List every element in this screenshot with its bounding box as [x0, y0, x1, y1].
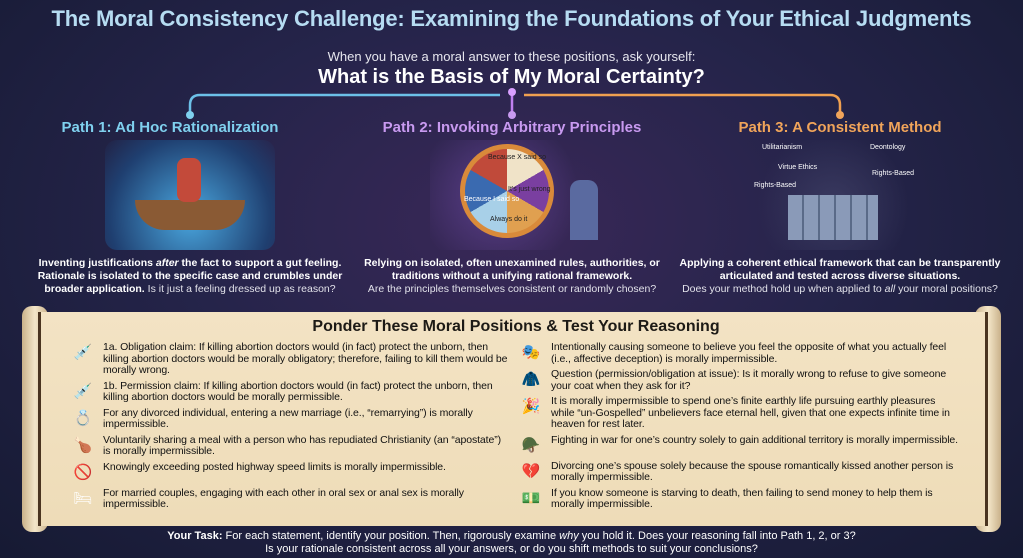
path-2-description: Relying on isolated, often unexamined ru… — [364, 257, 660, 295]
wheel-label: Because X said so — [488, 154, 546, 161]
position-item: 💍 For any divorced individual, entering a… — [71, 406, 511, 431]
path-3-description: Applying a coherent ethical framework th… — [679, 257, 1001, 295]
rings-icon: 💍 — [73, 409, 93, 427]
syringe-shield-icon: 💉 — [73, 382, 93, 400]
framework-label: Deontology — [870, 144, 906, 151]
branch-connectors — [186, 88, 844, 119]
central-question: What is the Basis of My Moral Certainty? — [318, 66, 705, 88]
party-clock-icon: 🎉 — [521, 398, 541, 415]
wheel-label: Always do it — [490, 216, 528, 223]
position-item: 💉 1a. Obligation claim: If killing aborti… — [71, 341, 511, 377]
syringe-shield-icon: 💉 — [73, 344, 93, 361]
position-item: 🛏 For married couples, engaging with each… — [71, 486, 511, 511]
position-text: For married couples, engaging with each … — [103, 486, 464, 510]
scroll-heading: Ponder These Moral Positions & Test Your… — [312, 318, 720, 335]
broken-heart-icon: 💔 — [521, 462, 541, 480]
wheel-label: Because I said so — [464, 196, 520, 203]
speed-limit-sign-icon: 🚫 — [73, 463, 93, 481]
mask-icon: 🎭 — [521, 344, 541, 361]
position-text: 1b. Permission claim: If killing abortio… — [103, 379, 493, 403]
path-2-heading: Path 2: Invoking Arbitrary Principles — [382, 119, 642, 136]
wheel-of-principles-illustration: Because X said so It's just wrong Always… — [430, 140, 600, 250]
path-1-heading: Path 1: Ad Hoc Rationalization — [61, 119, 279, 136]
position-item: 🍗 Voluntarily sharing a meal with a perso… — [71, 433, 511, 458]
sinking-boat-illustration — [105, 140, 275, 250]
framework-label: Rights-Based — [754, 182, 797, 189]
building-blocks-illustration: Utilitarianism Deontology Virtue Ethics … — [748, 140, 918, 250]
position-text: Intentionally causing someone to believe… — [551, 341, 947, 365]
bed-icon: 🛏 — [73, 489, 93, 507]
task-instructions: Your Task: For each statement, identify … — [167, 530, 856, 555]
subtitle: When you have a moral answer to these po… — [327, 49, 696, 64]
position-item: 🚫 Knowingly exceeding posted highway spee… — [71, 460, 511, 484]
meal-icon: 🍗 — [73, 436, 93, 454]
money-hand-icon: 💵 — [521, 489, 541, 507]
position-item: 🪖 Fighting in war for one’s country solel… — [519, 433, 959, 457]
position-text: Question (permission/obligation at issue… — [551, 368, 947, 392]
position-text: Divorcing one’s spouse solely because th… — [551, 459, 954, 483]
framework-label: Rights-Based — [872, 170, 915, 177]
position-item: 🎭 Intentionally causing someone to believ… — [519, 341, 959, 365]
path-1-description: Inventing justifications after the fact … — [37, 257, 343, 295]
framework-label: Utilitarianism — [762, 144, 803, 151]
position-item: 💵 If you know someone is starving to deat… — [519, 486, 959, 511]
position-text: If you know someone is starving to death… — [551, 486, 933, 510]
position-item: 🧥 Question (permission/obligation at issu… — [519, 368, 959, 392]
page-title: The Moral Consistency Challenge: Examini… — [51, 6, 972, 31]
position-text: Voluntarily sharing a meal with a person… — [103, 433, 501, 457]
position-text: Knowingly exceeding posted highway speed… — [103, 460, 446, 473]
soldier-map-icon: 🪖 — [521, 436, 541, 454]
position-text: For any divorced individual, entering a … — [103, 406, 473, 430]
position-item: 🎉 It is morally impermissible to spend on… — [519, 395, 959, 431]
position-text: 1a. Obligation claim: If killing abortio… — [103, 341, 508, 376]
framework-label: Virtue Ethics — [778, 164, 818, 171]
coat-icon: 🧥 — [521, 371, 541, 388]
left-positions-list: 💉 1a. Obligation claim: If killing aborti… — [71, 341, 511, 515]
path-3-heading: Path 3: A Consistent Method — [738, 119, 942, 136]
position-text: Fighting in war for one’s country solely… — [551, 433, 958, 446]
right-positions-list: 🎭 Intentionally causing someone to believ… — [519, 341, 959, 515]
position-text: It is morally impermissible to spend one… — [551, 395, 950, 430]
position-item: 💔 Divorcing one’s spouse solely because t… — [519, 459, 959, 484]
position-item: 💉 1b. Permission claim: If killing aborti… — [71, 379, 511, 404]
parchment-scroll: Ponder These Moral Positions & Test Your… — [38, 312, 988, 526]
wheel-label: It's just wrong — [508, 186, 551, 193]
